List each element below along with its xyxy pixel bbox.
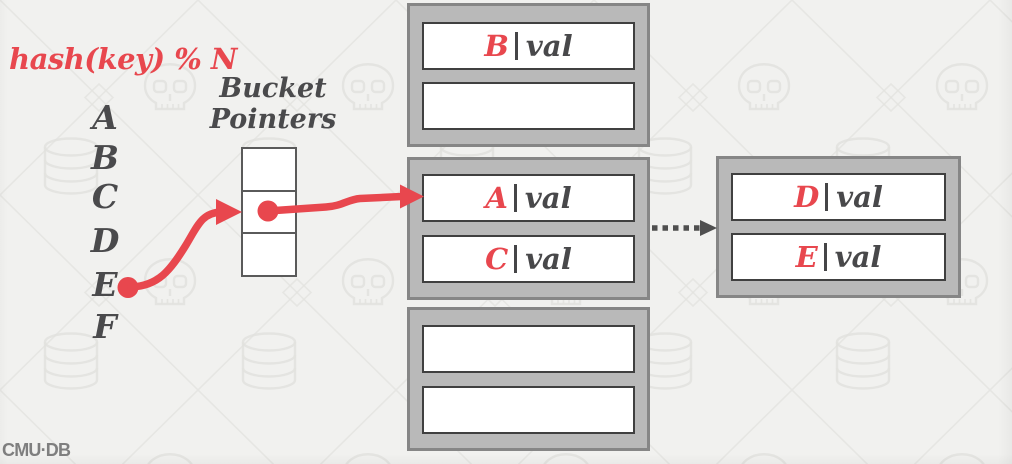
key-value-divider — [513, 184, 517, 212]
key-value-divider — [823, 243, 827, 271]
hash-arrow-key-to-pointer — [117, 199, 242, 298]
hash-key-letter: D — [90, 221, 120, 260]
bucket-pointers-label-line2: Pointers — [209, 104, 337, 135]
slot-key: C — [485, 242, 509, 276]
slot-key: B — [484, 29, 509, 63]
pointer-cell-0 — [241, 147, 297, 192]
arrowhead-icon — [216, 199, 242, 225]
slide-edge-shade-left — [0, 0, 8, 464]
slot-value: val — [525, 29, 573, 63]
slot-value: val — [524, 181, 572, 215]
slide-edge-shade-bottom — [0, 454, 1012, 464]
bucket-slot-empty — [422, 82, 635, 130]
hash-function-label: hash(key) % N — [9, 42, 237, 76]
bucket-bottom — [407, 307, 650, 451]
hash-key-letter: A — [92, 98, 118, 137]
key-value-divider — [514, 32, 518, 60]
slot-key: D — [794, 180, 820, 214]
key-value-divider — [825, 183, 829, 211]
bucket-slot: A val — [422, 174, 635, 222]
hash-key-letter: E — [92, 265, 118, 304]
bucket-top: B val — [407, 3, 650, 147]
cmu-db-logo: CMU·DB — [2, 440, 71, 460]
bucket-slot-empty — [422, 325, 635, 373]
bucket-slot: B val — [422, 22, 635, 70]
bucket-slot: D val — [731, 173, 946, 221]
bucket-overflow: D val E val — [716, 156, 961, 298]
bucket-slot: C val — [422, 235, 635, 283]
hash-key-letter: C — [91, 177, 119, 216]
pointer-cell-1 — [241, 189, 297, 235]
bucket-middle: A val C val — [407, 157, 650, 300]
key-value-divider — [514, 245, 518, 273]
overflow-chain-dotted-arrow — [652, 220, 717, 236]
arrow-origin-dot — [117, 277, 139, 298]
bucket-pointer-array — [241, 147, 297, 277]
slot-key: E — [795, 240, 818, 274]
pointer-cell-2 — [241, 232, 297, 277]
slot-value: val — [834, 240, 882, 274]
hash-key-letter: F — [93, 307, 117, 346]
slide-edge-shade-right — [998, 0, 1012, 464]
bucket-pointers-label: Bucket Pointers — [192, 73, 354, 135]
slot-value: val — [836, 180, 883, 214]
slot-key: A — [485, 181, 508, 215]
bucket-slot: E val — [731, 233, 946, 281]
hash-key-letter: B — [91, 138, 119, 177]
bucket-pointers-label-line1: Bucket — [219, 73, 327, 104]
arrowhead-icon — [700, 220, 717, 236]
slot-value: val — [525, 242, 572, 276]
bucket-slot-empty — [422, 386, 635, 434]
